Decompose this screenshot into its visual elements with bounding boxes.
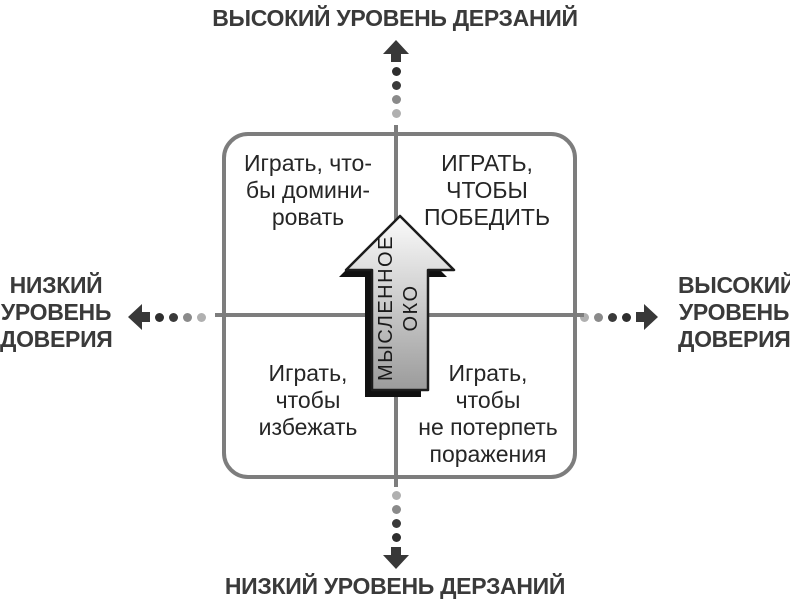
arrowhead-down-icon [383, 547, 409, 569]
dot [169, 312, 178, 322]
dot [622, 312, 631, 322]
arrowhead-up-icon [383, 40, 409, 62]
axis-label-bottom: НИЗКИЙ УРОВЕНЬ ДЕРЗАНИЙ [224, 573, 566, 599]
arrowhead-right-icon [636, 304, 658, 330]
dot [580, 312, 589, 322]
dot [391, 505, 401, 514]
axis-arrow-left [128, 304, 206, 330]
dot [391, 519, 401, 528]
arrow-body [344, 214, 456, 392]
quadrant-top-right-label: ИГРАТЬ, ЧТОБЫ ПОБЕДИТЬ [423, 150, 551, 230]
arrowhead-left-icon [128, 304, 150, 330]
axis-label-top: ВЫСОКИЙ УРОВЕНЬ ДЕРЗАНИЙ [212, 5, 578, 31]
axis-arrow-down [383, 491, 409, 569]
axis-arrow-up [383, 40, 409, 118]
axis-label-left: НИЗКИЙ УРОВЕНЬ ДОВЕРИЯ [0, 272, 113, 352]
dot [197, 312, 206, 322]
dot [155, 312, 164, 322]
dot [391, 533, 401, 542]
center-arrow-label-line2: ОКО [400, 284, 422, 332]
center-arrow-label: МЫСЛЕННОЕ ОКО [373, 228, 425, 388]
axis-arrow-right [580, 304, 658, 330]
dot [391, 95, 401, 104]
quadrant-bottom-right-label: Играть, чтобы не потерпеть поражения [418, 360, 558, 467]
axis-label-right: ВЫСОКИЙ УРОВЕНЬ ДОВЕРИЯ [678, 272, 790, 352]
quadrant-bottom-left-label: Играть, чтобы избежать [258, 360, 358, 440]
dot [391, 491, 401, 500]
dot [594, 312, 603, 322]
quadrant-top-left-label: Играть, что- бы домини- ровать [243, 150, 372, 230]
dot [608, 312, 617, 322]
dot [391, 109, 401, 118]
dot [183, 312, 192, 322]
center-arrow-label-line1: МЫСЛЕННОЕ [375, 235, 397, 381]
dot [391, 81, 401, 90]
dot [391, 67, 401, 76]
mind-eye-arrow-icon [339, 214, 456, 397]
